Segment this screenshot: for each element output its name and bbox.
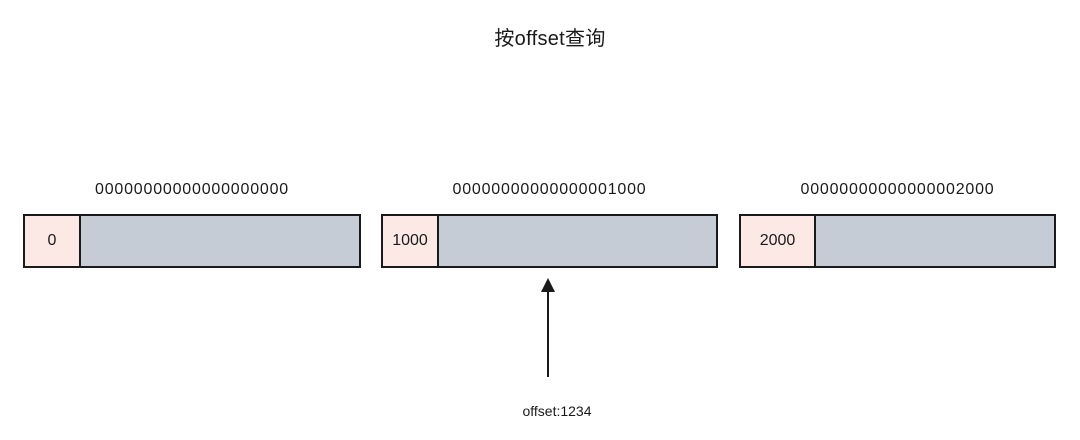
diagram-title: 按offset查询 (494, 28, 606, 50)
segment-bar: 0 (23, 214, 361, 268)
commitlog-segment-0: 00000000000000000000 0 (23, 180, 361, 268)
commitlog-segment-1: 00000000000000001000 1000 (381, 180, 718, 268)
segment-start-offset-cell: 0 (25, 216, 81, 266)
arrow-line (547, 290, 549, 377)
segment-start-offset-cell: 2000 (741, 216, 816, 266)
segment-start-offset-cell: 1000 (383, 216, 439, 266)
segment-body (816, 216, 1054, 266)
segment-file-name: 00000000000000002000 (800, 181, 995, 198)
commitlog-segment-2: 00000000000000002000 2000 (739, 180, 1056, 268)
segment-file-name: 00000000000000000000 (95, 181, 289, 198)
segment-bar: 2000 (739, 214, 1056, 268)
offset-pointer-label: offset:1234 (522, 403, 592, 419)
segment-body (81, 216, 359, 266)
segment-file-name: 00000000000000001000 (452, 181, 647, 198)
arrow-up-icon (541, 278, 555, 292)
segment-body (439, 216, 716, 266)
segment-bar: 1000 (381, 214, 718, 268)
